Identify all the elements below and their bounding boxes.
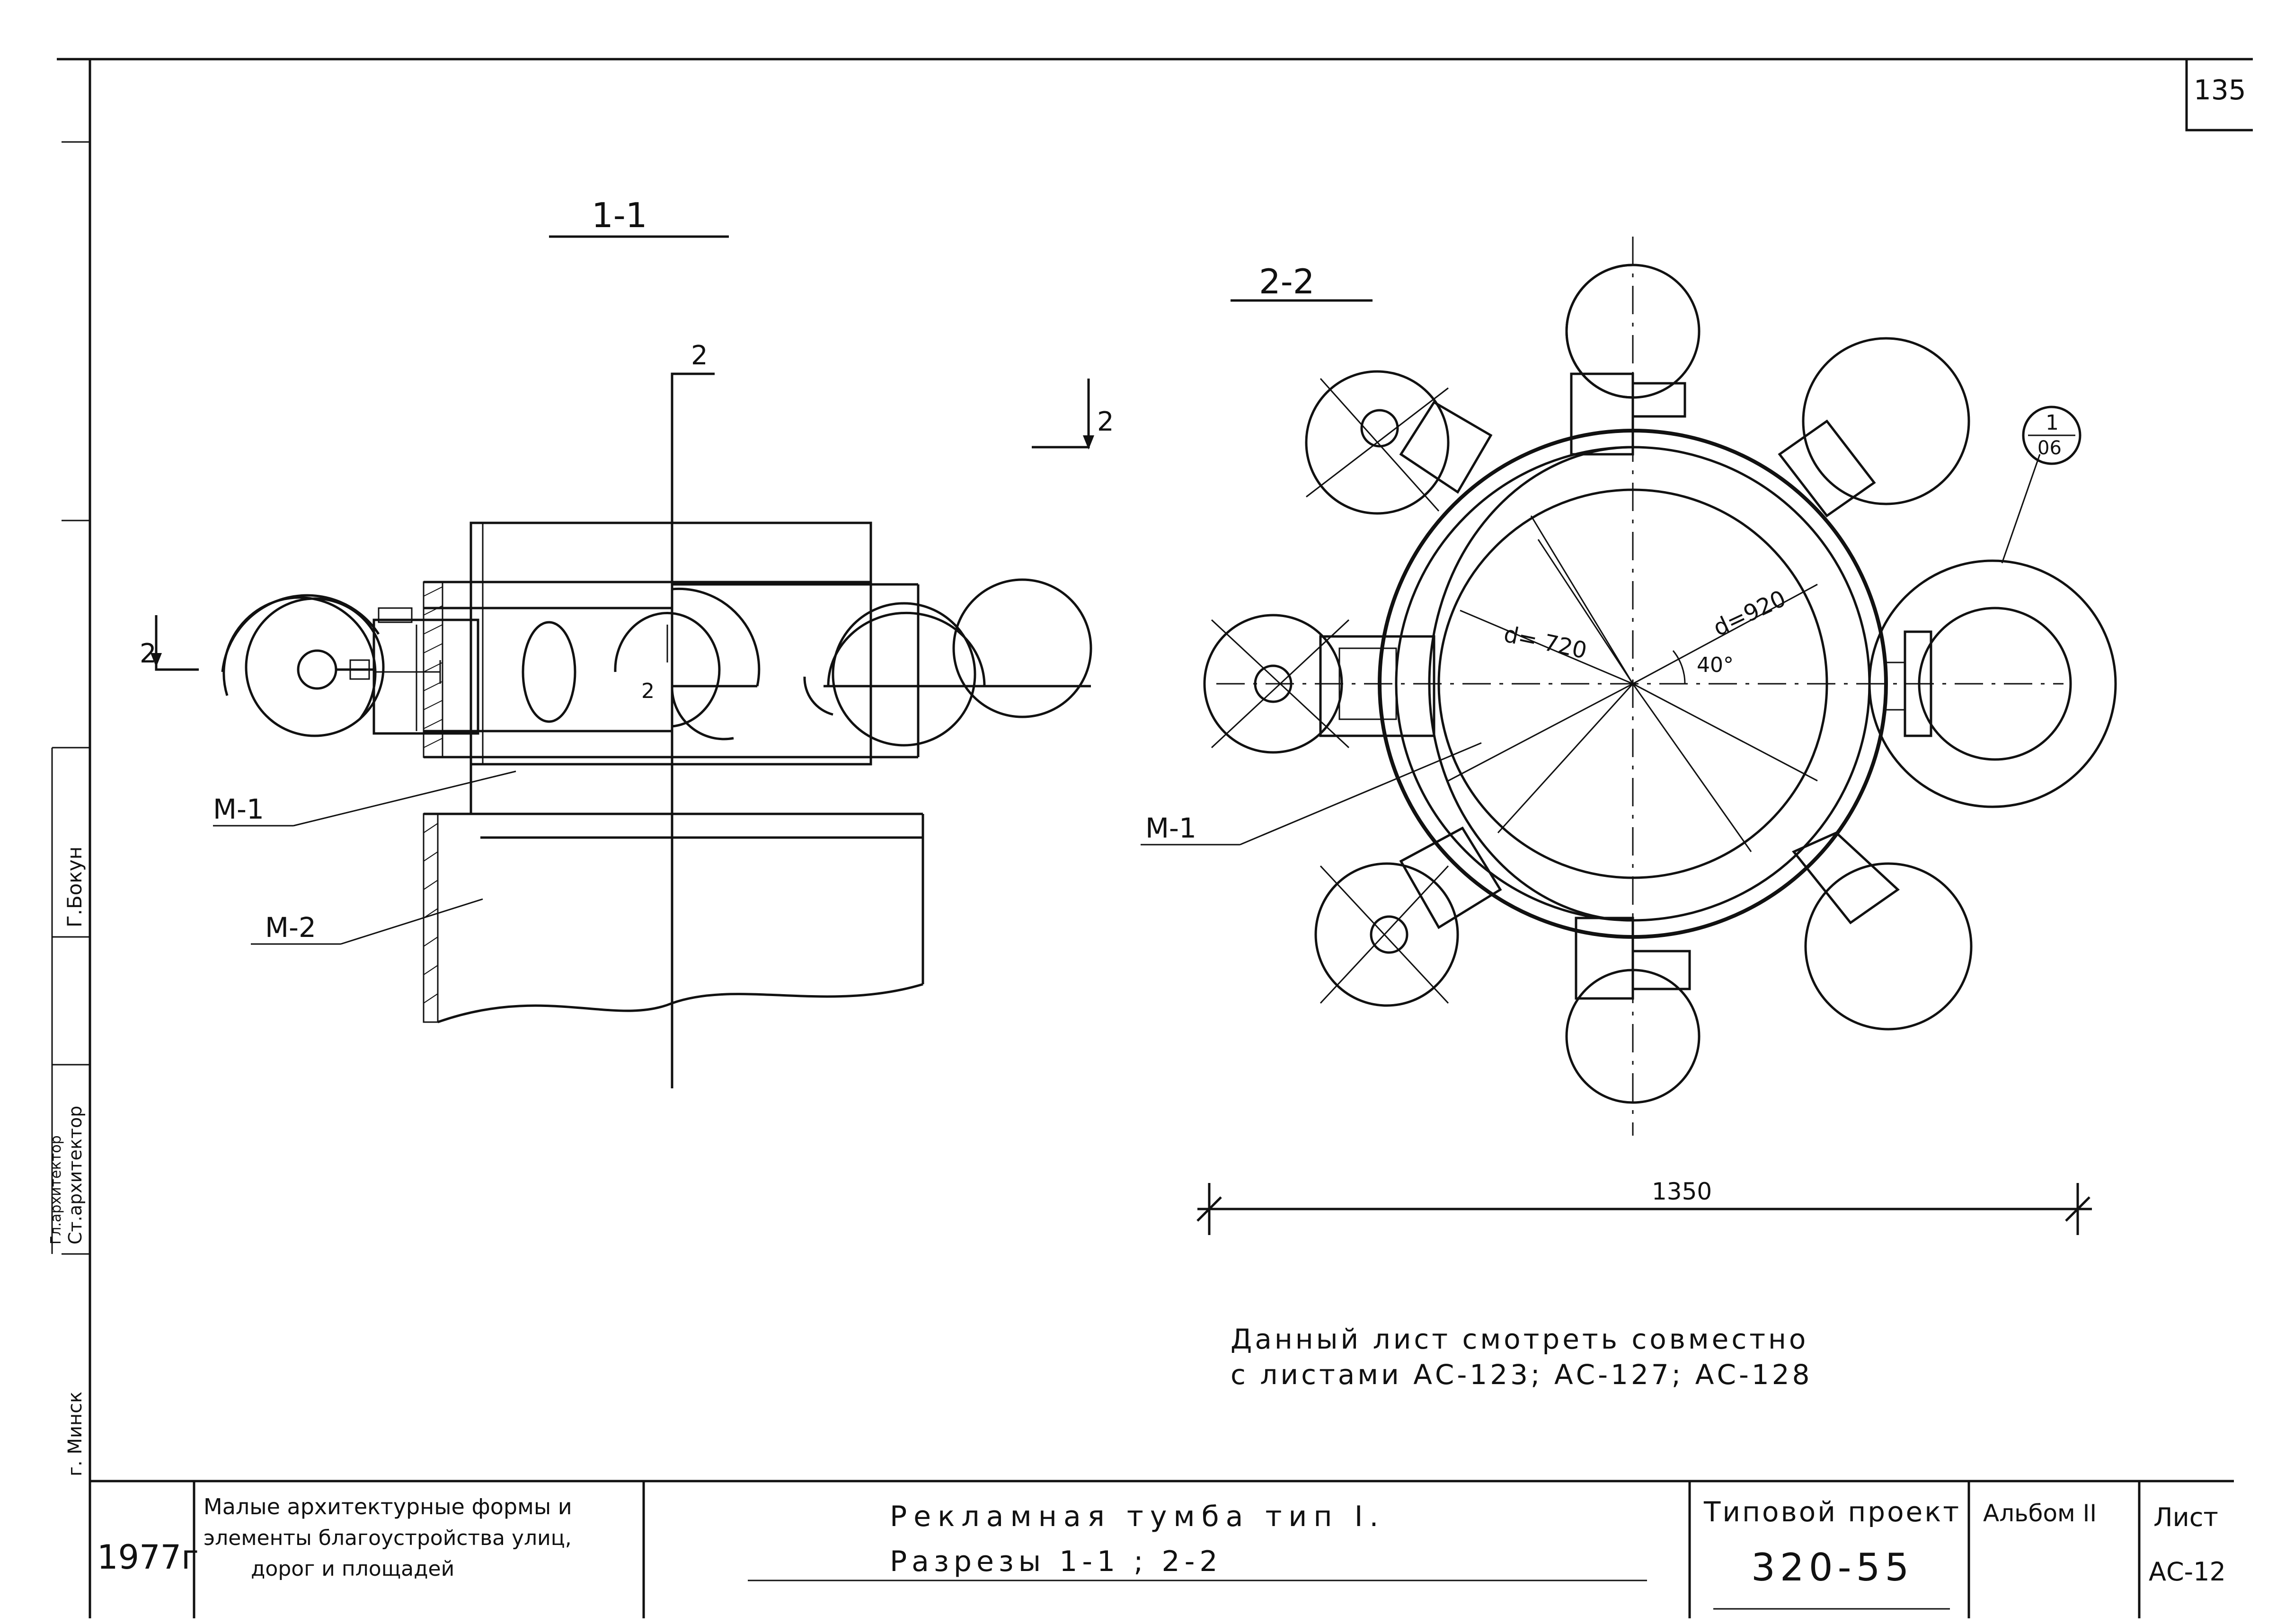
section-1-1: 1-1 2 2 2 [140, 195, 1114, 1088]
callout-m2: М-2 [265, 911, 316, 944]
lamp-bottom-left [1314, 826, 1502, 1007]
tb-title-2: Разрезы 1-1 ; 2-2 [890, 1545, 1222, 1578]
angle-label: 40° [1697, 653, 1734, 677]
lamp-left [1203, 614, 1435, 754]
node-ref-bottom: 06 [2037, 437, 2062, 459]
sheet-frame [57, 58, 2253, 1618]
overall-dimension: 1350 [1652, 1178, 1712, 1205]
cut-mark-top: 2 [691, 340, 708, 371]
note-line-2: с листами АС-123; АС-127; АС-128 [1231, 1359, 1813, 1391]
lamp-right-top [1778, 337, 1970, 518]
stamp-role-chief: Гл.архитектор [48, 1135, 64, 1244]
note-line-1: Данный лист смотреть совместно [1231, 1323, 1808, 1355]
tb-series-2: элементы благоустройства улиц, [204, 1526, 572, 1550]
cut-mark-right: 2 [1097, 406, 1114, 437]
side-stamp: Г.Бокун Гл.архитектор Ст.архитектор г. М… [48, 747, 90, 1476]
hatch-left-frame [423, 586, 443, 748]
hatch-column-wall [423, 823, 438, 1004]
lamp-right [1868, 559, 2117, 808]
tb-project-label: Типовой проект [1703, 1496, 1961, 1528]
tb-series-1: Малые архитектурные формы и [204, 1494, 572, 1519]
node-ref-top: 1 [2046, 411, 2059, 435]
stamp-city: г. Минск [64, 1392, 86, 1476]
callout-m1-left: М-1 [213, 793, 264, 825]
section-2-2: 2-2 d= 720 d=920 40° [1141, 237, 2117, 1235]
tb-project-number: 320-55 [1751, 1545, 1913, 1589]
tb-album: Альбом II [1983, 1500, 2097, 1527]
inner-cut-mark: 2 [641, 679, 655, 703]
lamp-right-bottom [1792, 831, 1973, 1031]
section-2-2-title: 2-2 [1259, 262, 1315, 301]
title-block: 1977г Малые архитектурные формы и элемен… [90, 1480, 2234, 1618]
section-1-1-title: 1-1 [592, 195, 647, 235]
tb-sheet-number: АС-12 [2149, 1557, 2226, 1587]
stamp-role-senior: Ст.архитектор [65, 1106, 86, 1244]
corner-number-text: 135 [2194, 74, 2246, 106]
tb-sheet-label: Лист [2153, 1502, 2218, 1532]
callout-m1-right: М-1 [1145, 812, 1196, 844]
lamp-top-left [1305, 370, 1493, 515]
tb-year: 1977г [97, 1538, 199, 1577]
dim-d-outer: d=920 [1709, 585, 1790, 642]
tb-series-3: дорог и площадей [251, 1557, 454, 1581]
stamp-name: Г.Бокун [63, 847, 86, 927]
lamp-bottom [1565, 917, 1701, 1104]
corner-sheet-number: 135 [2185, 59, 2253, 132]
dim-d-inner: d= 720 [1502, 621, 1589, 664]
tb-title-1: Рекламная тумба тип I. [890, 1500, 1385, 1533]
lamp-top [1565, 264, 1701, 456]
note: Данный лист смотреть совместно с листами… [1231, 1323, 1813, 1391]
cut-mark-left: 2 [140, 638, 157, 669]
